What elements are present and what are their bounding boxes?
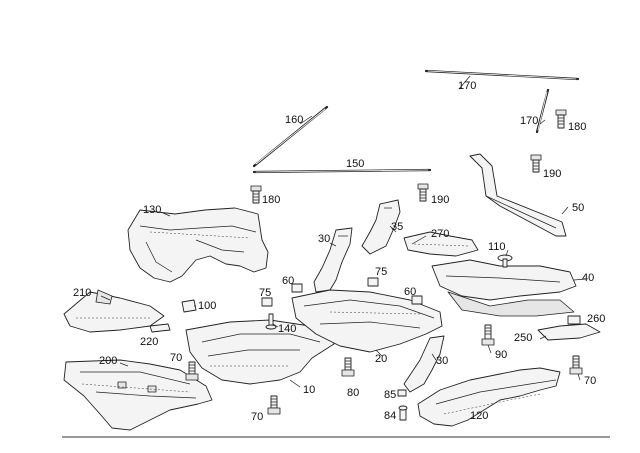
callout-210: 210 [73,287,91,299]
rear-panel-120 [417,367,561,427]
callout-170-vertical: 170 [520,115,538,127]
callout-220: 220 [140,336,158,348]
clip-75-left [261,297,273,307]
underbody-panel-20 [291,289,443,353]
screw-90 [481,324,495,346]
callout-70-left: 70 [170,352,182,364]
callout-200: 200 [99,355,117,367]
screw-180-right [555,109,567,129]
callout-160: 160 [285,114,303,126]
callout-120: 120 [470,410,488,422]
screw-70-right [569,355,583,375]
callout-110: 110 [488,241,506,253]
callout-75-center: 75 [375,266,387,278]
duct-30-lower [403,335,445,393]
screw-180-left [250,185,262,204]
callout-250: 250 [514,332,532,344]
cover-40 [431,259,577,317]
underbody-panel-10 [185,319,335,385]
clip-75-center [367,277,379,287]
plate-220 [149,323,171,333]
screw-190-center [417,183,429,202]
callout-84: 84 [384,410,396,422]
callout-85: 85 [384,389,396,401]
callout-75-left: 75 [259,287,271,299]
clip-60-left [291,283,303,293]
rod-170-vertical [535,88,550,134]
screw-70-bottom [267,395,281,415]
callout-60-right: 60 [404,286,416,298]
callout-180-left: 180 [262,194,280,206]
callout-260: 260 [587,313,605,325]
callout-150: 150 [346,158,364,170]
callout-190-right: 190 [543,168,561,180]
callout-140: 140 [278,323,296,335]
rod-150 [252,168,432,174]
panel-250 [537,323,601,341]
callout-20: 20 [375,353,387,365]
clip-100 [181,299,197,313]
callout-70-right: 70 [584,375,596,387]
clip-60-right [411,295,423,305]
clip-260 [567,315,581,325]
rod-160 [252,105,329,168]
floor-panel-200 [63,359,213,431]
callout-50: 50 [572,202,584,214]
callout-60-left: 60 [282,275,294,287]
callout-30-lower: 30 [436,355,448,367]
callout-35: 35 [391,221,403,233]
callout-10: 10 [303,384,315,396]
screw-80 [341,357,355,377]
screw-190-right [530,154,542,173]
bracket-50 [469,153,567,237]
stud-140 [265,313,277,330]
callout-80: 80 [347,387,359,399]
callout-30-upper: 30 [318,233,330,245]
callout-180-right: 180 [568,121,586,133]
screw-70-left [185,361,199,381]
callout-40: 40 [582,272,594,284]
washer-85 [397,389,407,397]
wheel-liner-130 [127,207,269,283]
callout-170-top: 170 [458,80,476,92]
callout-100: 100 [198,300,216,312]
rod-170-top [424,69,580,81]
leader-lines [100,75,587,388]
callout-190-center: 190 [431,194,449,206]
callout-90: 90 [495,349,507,361]
duct-35 [361,199,401,255]
callout-130: 130 [143,204,161,216]
stud-84 [398,405,408,421]
clip-110 [497,254,513,268]
callout-70-bottom: 70 [251,411,263,423]
callout-270: 270 [431,228,449,240]
